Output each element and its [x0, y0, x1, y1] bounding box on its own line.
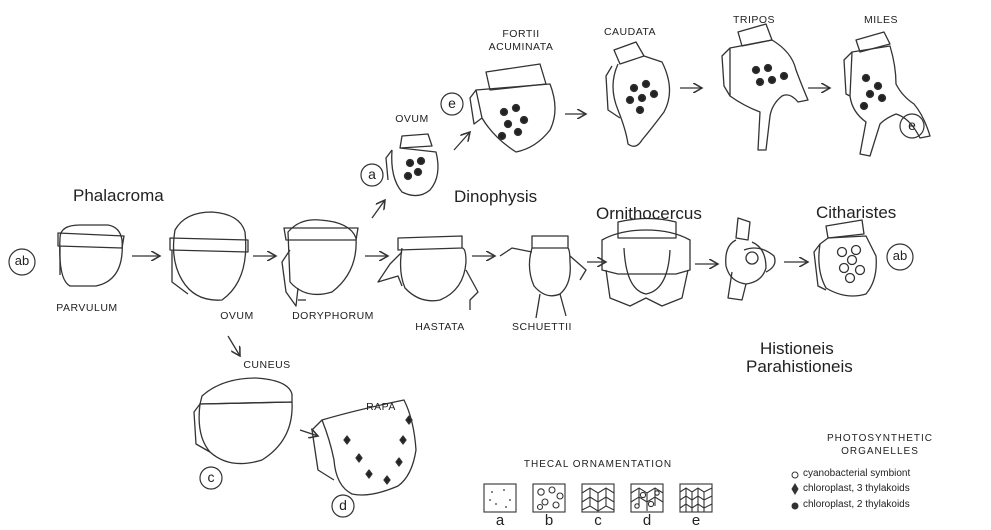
- marker-e-miles: e: [908, 117, 916, 133]
- organelles-title-line1: PHOTOSYNTHETIC: [827, 433, 933, 444]
- hastata-cell-icon: [378, 236, 478, 310]
- schuettii-cell-icon: [500, 236, 586, 318]
- ornithocercus-cell-icon: [602, 219, 690, 307]
- diamond-icon: [792, 484, 798, 494]
- ornamentation-c-box: [582, 484, 614, 512]
- genus-dinophysis: Dinophysis: [454, 187, 537, 207]
- species-cuneus: CUNEUS: [243, 359, 290, 371]
- doryphorum-cell-icon: [282, 220, 358, 306]
- ornamentation-letter-d: d: [643, 512, 651, 529]
- caudata-cell-icon: [606, 42, 670, 146]
- species-rapa: RAPA: [366, 401, 396, 413]
- ornamentation-letter-e: e: [692, 512, 700, 529]
- marker-d-rapa: d: [339, 497, 347, 513]
- species-miles: MILES: [864, 14, 898, 26]
- phalacroma-ovum-cell-icon: [170, 212, 248, 300]
- ornamentation-letter-b: b: [545, 512, 553, 529]
- species-acuminata: ACUMINATA: [489, 41, 554, 53]
- genus-parahistioneis: Parahistioneis: [746, 357, 853, 377]
- ornamentation-title: THECAL ORNAMENTATION: [524, 459, 672, 470]
- marker-a-ovum: a: [368, 166, 376, 182]
- species-schuettii: SCHUETTII: [512, 321, 572, 333]
- ornamentation-d-box: [631, 484, 663, 512]
- species-tripos: TRIPOS: [733, 14, 775, 26]
- genus-citharistes: Citharistes: [816, 203, 896, 223]
- marker-e-fortii: e: [448, 95, 456, 111]
- genus-phalacroma: Phalacroma: [73, 186, 164, 206]
- parvulum-cell-icon: [58, 225, 124, 286]
- marker-ab-left: ab: [15, 253, 29, 268]
- organelles-title-line2: ORGANELLES: [841, 446, 919, 457]
- species-ovum-phalacroma: OVUM: [220, 310, 254, 322]
- ornamentation-letter-a: a: [496, 512, 504, 529]
- marker-c-cuneus: c: [208, 469, 215, 485]
- organelle-item-cyanobacterial: cyanobacterial symbiont: [803, 468, 910, 479]
- species-ovum-top: OVUM: [395, 113, 429, 125]
- rapa-cell-icon: [312, 400, 416, 495]
- ornamentation-b-box: [533, 484, 565, 512]
- ovum-cell-icon: [386, 134, 438, 196]
- cuneus-cell-icon: [194, 378, 292, 464]
- filled-circle-icon: [792, 503, 798, 509]
- marker-circles: [9, 93, 924, 517]
- ornamentation-letter-c: c: [594, 512, 602, 529]
- open-circle-icon: [792, 472, 798, 478]
- ornamentation-e-box: [680, 484, 712, 512]
- histioneis-cell-icon: [726, 218, 775, 300]
- organelle-symbols: [792, 472, 798, 509]
- marker-ab-right: ab: [893, 248, 907, 263]
- genus-histioneis: Histioneis: [760, 339, 834, 359]
- genus-ornithocercus: Ornithocercus: [596, 204, 702, 224]
- species-hastata: HASTATA: [415, 321, 465, 333]
- ornamentation-boxes: [484, 484, 712, 512]
- organelle-item-chloroplast-2: chloroplast, 2 thylakoids: [803, 499, 910, 510]
- species-parvulum: PARVULUM: [56, 302, 117, 314]
- species-caudata: CAUDATA: [604, 26, 656, 38]
- species-doryphorum: DORYPHORUM: [292, 310, 374, 322]
- organelle-item-chloroplast-3: chloroplast, 3 thylakoids: [803, 483, 910, 494]
- citharistes-cell-icon: [814, 220, 876, 296]
- tripos-cell-icon: [722, 24, 808, 150]
- ornamentation-a-box: [484, 484, 516, 512]
- species-fortii: FORTII: [502, 28, 539, 40]
- fortii-acuminata-cell-icon: [470, 64, 555, 152]
